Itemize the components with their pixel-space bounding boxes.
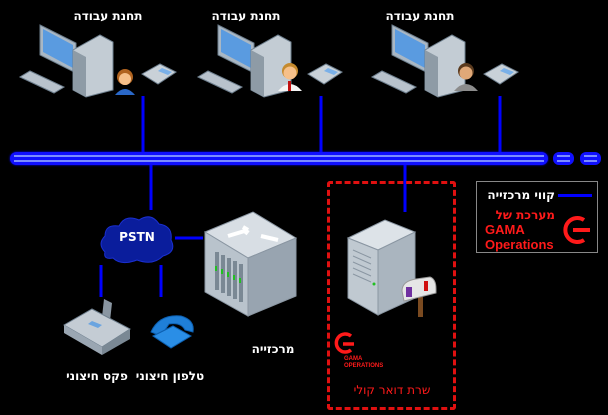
workstation-3[interactable]: תחנת עבודה	[370, 5, 520, 98]
workstation-label: תחנת עבודה	[211, 9, 281, 23]
legend-system-label-2: GAMA	[485, 222, 525, 237]
female-user-icon	[115, 69, 135, 95]
gama-logo-icon	[334, 332, 354, 354]
computer-icon	[18, 24, 114, 98]
external-phone[interactable]: טלפון חיצוני	[136, 310, 205, 410]
legend-system-label-3: Operations	[485, 237, 554, 252]
bus-segment-2	[580, 152, 601, 165]
phone-icon	[141, 63, 177, 85]
pstn-cloud[interactable]: PSTN	[97, 212, 177, 267]
bus-segment-1	[553, 152, 574, 165]
workstation-1[interactable]: תחנת עבודה	[18, 5, 177, 98]
workstation-label: תחנת עבודה	[385, 9, 455, 23]
server-icon	[346, 219, 417, 316]
external-fax[interactable]: פקס חיצוני	[62, 297, 137, 407]
external-phone-label: טלפון חיצוני	[135, 369, 205, 383]
voicemail-server[interactable]	[345, 210, 445, 330]
legend-line-sample	[558, 194, 592, 197]
legend-line-label: קווי מרכזייה	[487, 188, 555, 202]
gama-logo: GAMA OPERATIONS	[333, 332, 413, 372]
male-user-tie-icon	[278, 63, 302, 91]
gama-logo-line1: GAMA	[344, 356, 363, 362]
computer-icon	[370, 24, 466, 98]
pbx[interactable]: מרכזייה	[203, 210, 298, 356]
gama-logo-icon	[563, 216, 590, 244]
legend: קווי מרכזייה מערכת של GAMA Operations	[476, 181, 598, 253]
workstation-2[interactable]: תחנת עבודה	[196, 5, 346, 98]
legend-system-label-1: מערכת של	[495, 208, 555, 222]
phone-icon	[307, 63, 343, 85]
cloud-icon	[100, 216, 174, 264]
fax-icon	[62, 299, 131, 355]
male-user-icon	[454, 63, 478, 91]
phone-icon	[483, 63, 519, 85]
desk-phone-icon	[150, 315, 194, 349]
switch-icon	[203, 211, 298, 317]
voicemail-server-label: שרת דואר קולי	[353, 383, 431, 397]
gama-logo-line2: OPERATIONS	[344, 363, 384, 369]
pbx-label: מרכזייה	[251, 342, 295, 356]
external-fax-label: פקס חיצוני	[66, 369, 128, 383]
pstn-label: PSTN	[119, 230, 155, 244]
mailbox-icon	[401, 276, 437, 317]
voicemail-server-group[interactable]	[327, 181, 456, 410]
computer-icon	[196, 24, 292, 98]
main-bus	[10, 152, 548, 165]
workstation-label: תחנת עבודה	[73, 9, 143, 23]
